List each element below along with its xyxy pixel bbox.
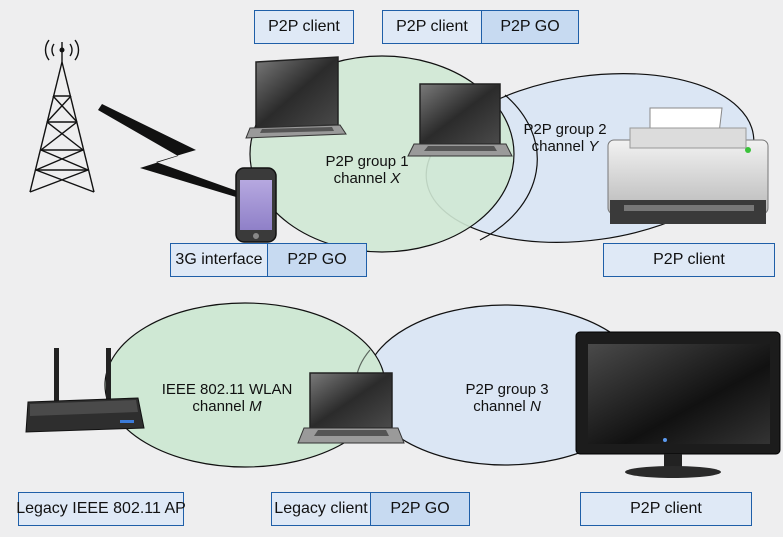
role-label-p2p-client: P2P client <box>382 10 482 44</box>
laptop-icon <box>245 56 347 139</box>
role-label-p2p-client: P2P client <box>580 492 752 526</box>
router-icon <box>25 348 145 433</box>
wireless-link-icon <box>98 104 240 197</box>
channel-name: X <box>390 170 401 187</box>
p2p-group-2-caption: P2P group 2 channel Y <box>490 121 640 155</box>
channel-name: N <box>529 398 541 415</box>
laptop-icon <box>297 372 405 444</box>
channel-name: Y <box>588 138 599 155</box>
role-label-p2p-client: P2P client <box>603 243 775 277</box>
television-icon <box>575 331 781 478</box>
role-label-p2p-client: P2P client <box>254 10 354 44</box>
smartphone-icon <box>235 167 277 243</box>
wlan-caption: IEEE 802.11 WLAN channel M <box>147 381 307 415</box>
channel-name: M <box>249 398 262 415</box>
role-label-legacy-ap: Legacy IEEE 802.11 AP <box>16 492 186 526</box>
p2p-group-3-caption: P2P group 3 channel N <box>432 381 582 415</box>
group-title: P2P group 1 <box>325 153 409 170</box>
group-title: P2P group 2 <box>523 121 607 138</box>
printer-icon <box>607 107 769 224</box>
role-label-p2p-go: P2P GO <box>267 243 367 277</box>
group-title: P2P group 3 <box>465 381 549 398</box>
p2p-group-1-caption: P2P group 1 channel X <box>292 153 442 187</box>
laptop-icon <box>407 83 513 157</box>
role-label-3g-interface: 3G interface <box>170 243 268 277</box>
cell-tower-icon <box>29 39 95 193</box>
role-label-p2p-go: P2P GO <box>481 10 579 44</box>
role-label-legacy-client: Legacy client <box>271 492 371 526</box>
group-title: IEEE 802.11 WLAN <box>161 381 293 398</box>
role-label-p2p-go: P2P GO <box>370 492 470 526</box>
